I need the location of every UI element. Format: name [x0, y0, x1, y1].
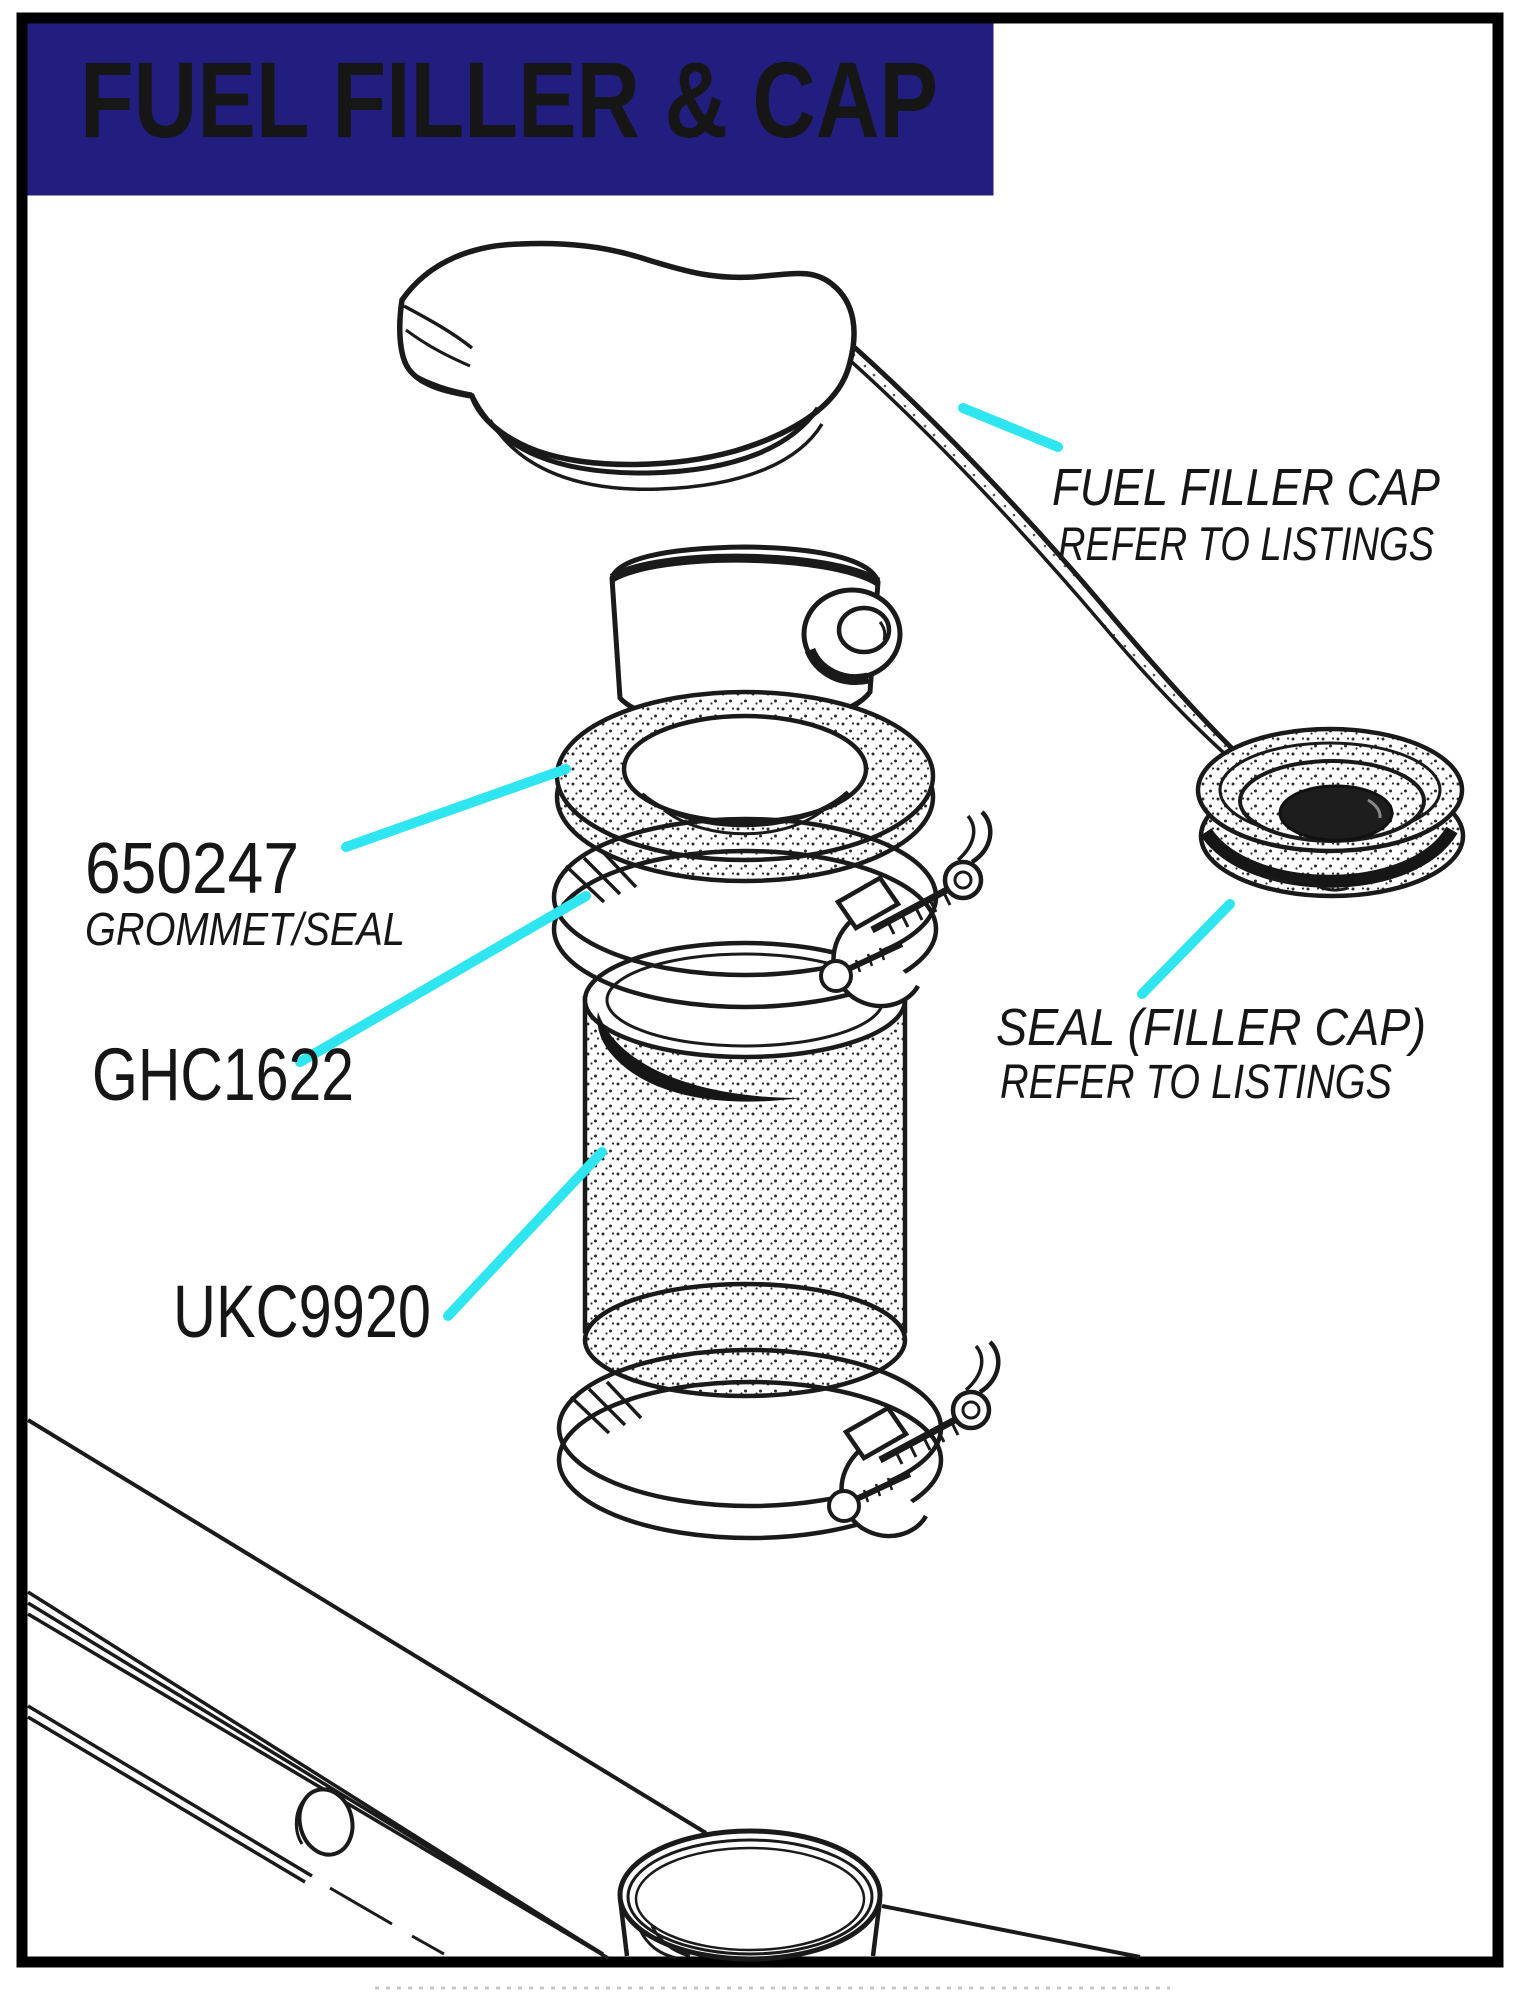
- header: FUEL FILLER & CAP: [27, 23, 994, 196]
- seal-filler-cap-drawing: [1195, 726, 1466, 899]
- hose-drawing: [582, 940, 908, 1399]
- label-grommet-name: GROMMET/SEAL: [85, 903, 405, 955]
- leader-hose: [443, 1147, 607, 1321]
- leader-clamp: [295, 891, 591, 1067]
- callout-labels: FUEL FILLER CAP REFER TO LISTINGS 650247…: [85, 459, 1440, 1353]
- leader-seal-filler-cap: [1137, 899, 1235, 999]
- body-panel-drawing: [26, 1418, 1141, 1962]
- grommet-seal-drawing: [554, 689, 936, 884]
- label-seal-filler-cap: SEAL (FILLER CAP): [996, 999, 1426, 1057]
- leader-lines: [295, 403, 1235, 1321]
- leader-fuel-filler-cap: [958, 403, 1063, 452]
- label-fuel-filler-cap: FUEL FILLER CAP: [1052, 459, 1440, 517]
- label-fuel-filler-cap-note: REFER TO LISTINGS: [1058, 517, 1434, 570]
- panel-hole: [297, 1787, 355, 1857]
- leader-grommet-seal: [341, 764, 571, 852]
- header-band: [27, 23, 994, 196]
- page-border: [16, 12, 1504, 1968]
- filler-neck-drawing: [617, 1828, 1141, 1962]
- label-clamp-part-no: GHC1622: [92, 1033, 354, 1116]
- label-grommet-part-no: 650247: [85, 829, 299, 909]
- page-title: FUEL FILLER & CAP: [80, 39, 938, 160]
- label-seal-filler-cap-note: REFER TO LISTINGS: [1000, 1056, 1392, 1109]
- fuel-filler-cap-drawing: [397, 240, 857, 492]
- cap-to-seal-sweep: [826, 322, 1260, 784]
- label-hose-part-no: UKC9920: [173, 1270, 431, 1353]
